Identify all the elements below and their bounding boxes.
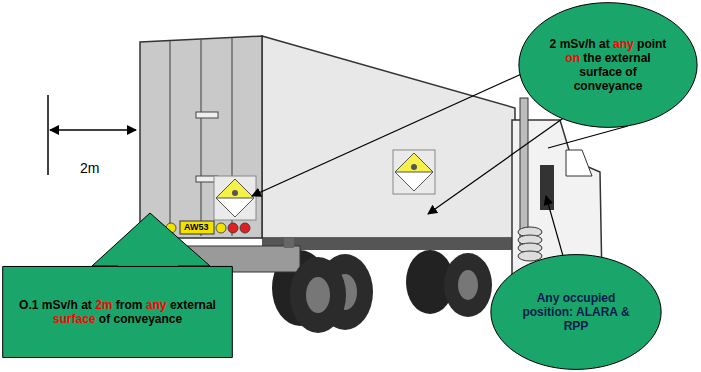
dimension-line xyxy=(47,95,49,175)
callout-text: Any occupied position: ALARA & RPP xyxy=(517,291,635,333)
highlight-word: surface xyxy=(53,312,96,326)
up-arrow xyxy=(92,213,210,272)
highlight-word: any xyxy=(613,37,634,51)
exhaust-stack xyxy=(520,98,528,248)
door-handle xyxy=(196,112,218,118)
air-hose xyxy=(518,227,542,261)
leader-line xyxy=(428,112,572,214)
trailer-side xyxy=(262,36,515,238)
plate-number: AW53 xyxy=(184,222,209,232)
leader-line xyxy=(252,62,548,196)
callout-ellipse: 2 mSv/h at any point on the external sur… xyxy=(518,2,698,128)
callout-ellipse: Any occupied position: ALARA & RPP xyxy=(490,254,662,370)
trailer-rear xyxy=(140,36,262,238)
highlight-word: any xyxy=(146,298,167,312)
highlight-word: on xyxy=(565,51,580,65)
callout-text: O.1 mSv/h at 2m from any external surfac… xyxy=(15,298,220,326)
leader-line xyxy=(548,126,628,148)
dimension-arrow xyxy=(50,129,136,131)
wheel-hub xyxy=(306,277,330,313)
highlight-word: 2m xyxy=(95,298,112,312)
wheel xyxy=(290,257,346,333)
cab-window xyxy=(566,150,592,176)
license-plate xyxy=(180,221,214,234)
mirror xyxy=(540,165,554,210)
callout-text: 2 mSv/h at any point on the external sur… xyxy=(547,37,669,93)
bumper-bracket xyxy=(284,238,294,248)
callout-box: O.1 mSv/h at 2m from any external surfac… xyxy=(2,266,233,358)
dimension-label: 2m xyxy=(80,160,99,176)
radioactive-placard xyxy=(393,150,435,194)
radioactive-placard xyxy=(214,176,256,220)
